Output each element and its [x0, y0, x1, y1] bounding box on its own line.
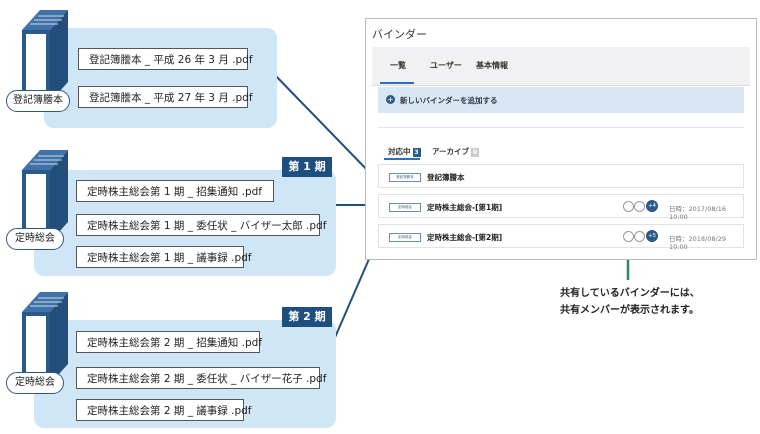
group-pill-label: 定時総会 [6, 372, 64, 394]
binder-icon [22, 292, 68, 384]
callout-text: 共有しているバインダーには、 共有メンバーが表示されます。 [560, 285, 700, 319]
tab-basic-info[interactable]: 基本情報 [476, 61, 508, 70]
count-badge: 0 [471, 147, 480, 157]
file-item[interactable]: 定時株主総会第 1 期 _ 委任状 _ バイザー太郎 .pdf [76, 214, 326, 236]
period-label: 第 1 期 [282, 157, 332, 177]
active-tab-underline [380, 82, 414, 84]
add-binder-button[interactable]: + 新しいバインダーを追加する [378, 87, 744, 113]
plus-icon: + [386, 95, 395, 104]
binder-name: 定時株主総会-[第1期] [427, 203, 503, 212]
category-tag: 定時総会 [389, 203, 421, 212]
group-pill-label: 定時総会 [6, 228, 64, 250]
subtab-underline [384, 158, 420, 160]
member-avatar-icon [623, 231, 634, 242]
period-label: 第 2 期 [282, 307, 332, 327]
tab-bar: 一覧 ユーザー 基本情報 [372, 47, 750, 86]
binder-icon [22, 10, 68, 102]
file-item[interactable]: 登記簿謄本 _ 平成 26 年 3 月 .pdf [78, 48, 253, 70]
category-tag: 登記簿謄本 [389, 173, 421, 182]
member-avatar-icon [634, 201, 645, 212]
binder-row[interactable]: 登記簿謄本 登記簿謄本 [378, 164, 744, 188]
member-count-badge: +5 [646, 230, 658, 242]
binder-name: 定時株主総会-[第2期] [427, 233, 503, 242]
group-pill-label: 登記簿謄本 [6, 90, 70, 112]
divider [378, 127, 744, 128]
add-binder-label: 新しいバインダーを追加する [400, 96, 498, 105]
group-panel-1 [44, 28, 277, 128]
file-item[interactable]: 定時株主総会第 2 期 _ 議事録 .pdf [76, 399, 251, 421]
callout-line: 共有メンバーが表示されます。 [560, 305, 699, 316]
member-avatar-icon [623, 201, 634, 212]
file-item[interactable]: 登記簿謄本 _ 平成 27 年 3 月 .pdf [78, 86, 253, 108]
count-badge: 3 [412, 147, 421, 157]
connector-line-1 [271, 71, 374, 177]
file-item[interactable]: 定時株主総会第 2 期 _ 招集通知 .pdf [76, 331, 262, 353]
tab-users[interactable]: ユーザー [430, 61, 462, 70]
binder-row[interactable]: 定時総会 定時株主総会-[第2期] +5 日時：2018/08/29 10:00 [378, 224, 744, 251]
binder-date: 日時：2018/08/29 10:00 [669, 235, 726, 251]
subtab-archive-label: アーカイブ [432, 147, 470, 156]
category-tag: 定時総会 [389, 233, 421, 242]
binder-date: 日時：2017/08/16 10:00 [669, 205, 726, 221]
member-count-badge: +4 [646, 200, 658, 212]
file-item[interactable]: 定時株主総会第 1 期 _ 議事録 .pdf [76, 246, 251, 268]
callout-line: 共有しているバインダーには、 [560, 288, 700, 299]
page-title: バインダー [372, 28, 427, 41]
file-item[interactable]: 定時株主総会第 2 期 _ 委任状 _ バイザー花子 .pdf [76, 367, 326, 389]
binder-name: 登記簿謄本 [427, 173, 465, 182]
member-avatar-icon [634, 231, 645, 242]
subtab-active-label: 対応中 [388, 147, 411, 156]
tab-list[interactable]: 一覧 [390, 61, 406, 70]
binder-row[interactable]: 定時総会 定時株主総会-[第1期] +4 日時：2017/08/16 10:00 [378, 194, 744, 221]
file-item[interactable]: 定時株主総会第 1 期 _ 招集通知 .pdf [76, 180, 274, 202]
